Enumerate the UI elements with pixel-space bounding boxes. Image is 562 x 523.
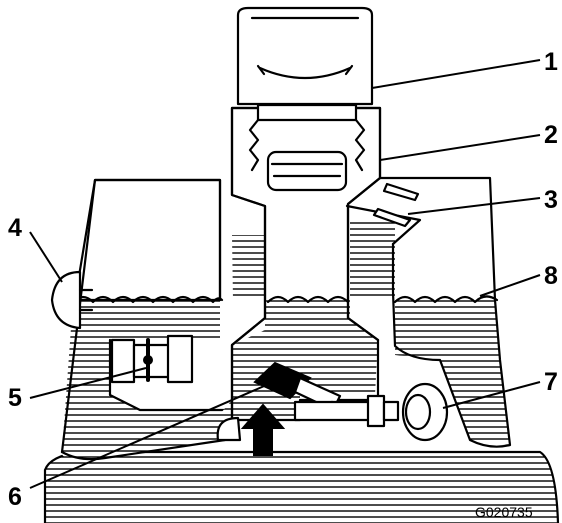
callout-labels: 1 2 3 4 5 6 7 8 G020735 [8,48,558,520]
leader-lines [29,59,541,489]
figure-code: G020735 [475,504,533,520]
right-valve [293,382,449,442]
shutoff-valve [110,334,194,384]
callout-6: 6 [8,483,22,511]
callout-1: 1 [544,48,558,76]
vent-flap [372,182,420,228]
threaded-fitting [248,103,366,192]
left-tank [60,178,227,461]
neck-body [215,106,512,448]
callout-8: 8 [544,262,558,290]
callout-4: 4 [8,214,22,242]
sight-gauge [50,270,94,330]
lever-assembly [216,361,342,456]
callout-5: 5 [8,384,22,412]
base-plate [43,450,560,523]
callout-2: 2 [544,121,558,149]
filler-cap [236,6,374,106]
callout-3: 3 [544,186,558,214]
callout-7: 7 [544,368,558,396]
